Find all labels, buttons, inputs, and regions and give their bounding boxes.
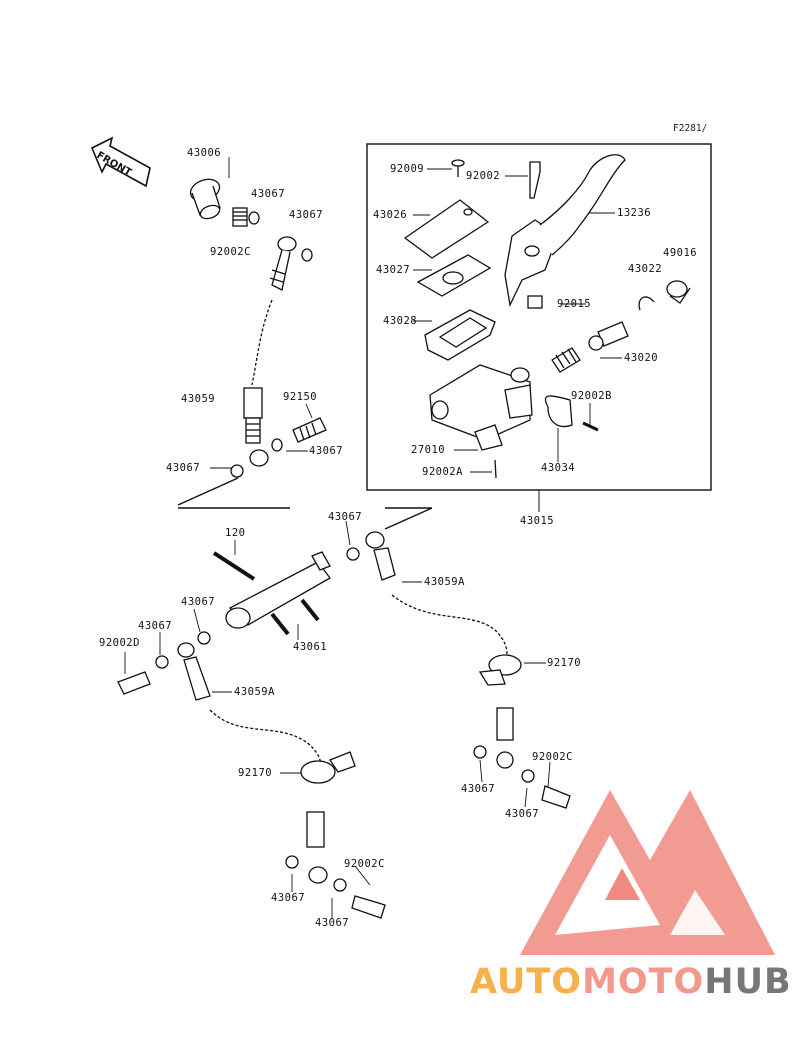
- part-label-43067: 43067: [461, 783, 496, 795]
- part-label-92002c: 92002C: [344, 858, 385, 870]
- junction-43061: [212, 551, 331, 636]
- hose-43059a-right: [346, 531, 571, 809]
- hose-43059a-left: [117, 631, 386, 919]
- part-label-43026: 43026: [373, 209, 408, 221]
- part-label-43067: 43067: [251, 188, 286, 200]
- leader-lines: [124, 157, 622, 918]
- part-label-43022: 43022: [628, 263, 663, 275]
- section-lines: [177, 477, 433, 530]
- part-label-43067: 43067: [315, 917, 350, 929]
- watermark-logo-icon: [520, 790, 775, 955]
- part-label-92170: 92170: [238, 767, 273, 779]
- part-label-92150: 92150: [283, 391, 318, 403]
- hose-43059: [189, 178, 327, 478]
- part-label-92009: 92009: [390, 163, 425, 175]
- part-label-92002: 92002: [466, 170, 501, 182]
- part-label-43020: 43020: [624, 352, 659, 364]
- part-label-43028: 43028: [383, 315, 418, 327]
- part-label-43059a: 43059A: [234, 686, 275, 698]
- part-label-13236: 13236: [617, 207, 652, 219]
- part-label-92002a: 92002A: [422, 466, 463, 478]
- watermark-moto: MOTO: [582, 962, 705, 1002]
- assembly-box: [366, 143, 712, 491]
- part-label-92002b: 92002B: [571, 390, 612, 402]
- part-label-43059: 43059: [181, 393, 216, 405]
- watermark-auto: AUTO: [470, 962, 583, 1002]
- part-label-43015: 43015: [520, 515, 555, 527]
- part-label-43034: 43034: [541, 462, 576, 474]
- part-label-43067: 43067: [166, 462, 201, 474]
- part-label-92170: 92170: [547, 657, 582, 669]
- part-label-92002c: 92002C: [210, 246, 251, 258]
- part-label-43061: 43061: [293, 641, 328, 653]
- part-label-43067: 43067: [505, 808, 540, 820]
- watermark-hub: HUB: [704, 962, 792, 1002]
- watermark-text: AUTOMOTOHUB: [470, 962, 792, 1002]
- part-label-43027: 43027: [376, 264, 411, 276]
- part-label-43059a: 43059A: [424, 576, 465, 588]
- part-label-43067: 43067: [271, 892, 306, 904]
- part-label-92015: 92015: [557, 298, 592, 310]
- part-label-92002d: 92002D: [99, 637, 140, 649]
- part-label-49016: 49016: [663, 247, 698, 259]
- part-label-43006: 43006: [187, 147, 222, 159]
- front-arrow-icon: [90, 136, 151, 188]
- part-label-43067: 43067: [181, 596, 216, 608]
- master-cylinder: [403, 154, 691, 479]
- part-label-43067: 43067: [309, 445, 344, 457]
- part-label-43067: 43067: [289, 209, 324, 221]
- part-label-43067: 43067: [328, 511, 363, 523]
- part-label-92002c: 92002C: [532, 751, 573, 763]
- part-label-43067: 43067: [138, 620, 173, 632]
- part-label-27010: 27010: [411, 444, 446, 456]
- figure-id: F2281/: [673, 123, 708, 134]
- part-label-120: 120: [225, 527, 246, 539]
